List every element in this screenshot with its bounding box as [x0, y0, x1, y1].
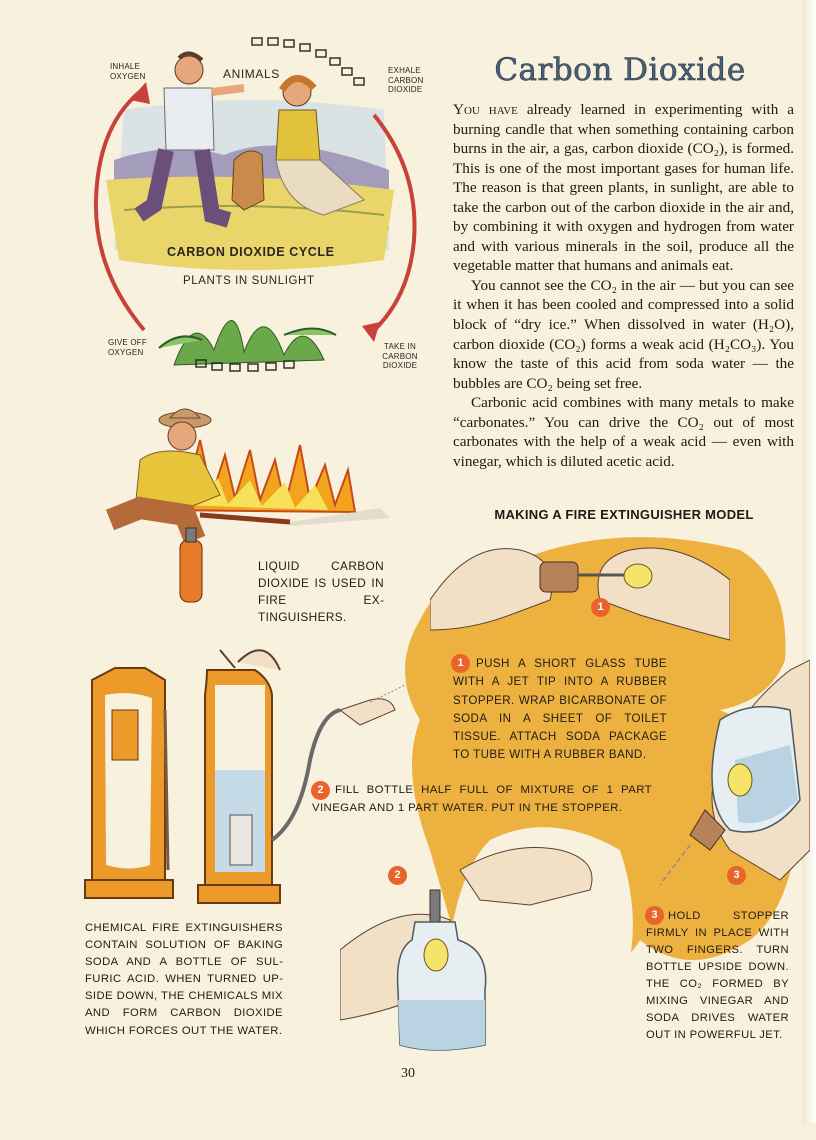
- step-2-illustration: [340, 847, 593, 1051]
- paragraph-2: You cannot see the CO₂ in the air — but …: [453, 276, 794, 392]
- cycle-title: CARBON DIOXIDE CYCLE: [167, 245, 335, 259]
- step-1-label: Push a short glass tube with a jet tip i…: [453, 657, 667, 762]
- animals-label: ANIMALS: [223, 67, 280, 81]
- step-1-illustration: [430, 547, 730, 641]
- plants-label: PLANTS IN SUNLIGHT: [183, 275, 315, 287]
- fireman-illustration: [105, 408, 390, 603]
- step-3-inline-badge: 3: [645, 906, 664, 925]
- step-3-badge: 3: [727, 866, 746, 885]
- lead-words: You have: [453, 101, 518, 118]
- liquid-co2-caption: Liquid carbon diox­ide is used in fire e…: [258, 559, 384, 624]
- exhale-co2-label: EXHALE CARBON DIOXIDE: [388, 66, 424, 94]
- step-2-inline-badge: 2: [311, 781, 330, 800]
- chemical-extinguishers-illustration: [84, 649, 406, 904]
- step-1-badge: 1: [591, 598, 610, 617]
- step-2-badge: 2: [388, 866, 407, 885]
- step-3-text: Hold stopper firm­ly in place with two f…: [646, 908, 789, 1044]
- page-title: Carbon Dioxide: [494, 52, 746, 89]
- carbon-cycle-illustration: [93, 37, 417, 372]
- step-2-label: Fill bottle half full of mixture of 1 pa…: [312, 784, 652, 814]
- inhale-oxygen-label: INHALE OXYGEN: [110, 62, 146, 81]
- step-3-illustration: [660, 659, 810, 886]
- page-number: 30: [401, 1066, 415, 1081]
- step-1-inline-badge: 1: [451, 654, 470, 673]
- step-3-label: Hold stopper firm­ly in place with two f…: [646, 910, 789, 1041]
- step-2-text: Fill bottle half full of mixture of 1 pa…: [312, 782, 652, 817]
- section-heading: MAKING A FIRE EXTINGUISHER MODEL: [494, 507, 754, 522]
- chemical-extinguisher-caption: Chemical fire extinguishers contain solu…: [85, 922, 283, 1037]
- paragraph-1: You have already learned in experimentin…: [453, 100, 794, 276]
- take-in-co2-label: TAKE IN CARBON DIOXIDE: [382, 342, 418, 370]
- paragraph-1-text: already learned in experimenting with a …: [453, 101, 794, 275]
- give-off-oxygen-label: GIVE OFF OXYGEN: [108, 338, 147, 357]
- paragraph-3: Carbonic acid combines with many metals …: [453, 394, 794, 470]
- step-1-text: Push a short glass tube with a jet tip i…: [453, 655, 667, 765]
- body-text: You have already learned in experimentin…: [453, 100, 794, 471]
